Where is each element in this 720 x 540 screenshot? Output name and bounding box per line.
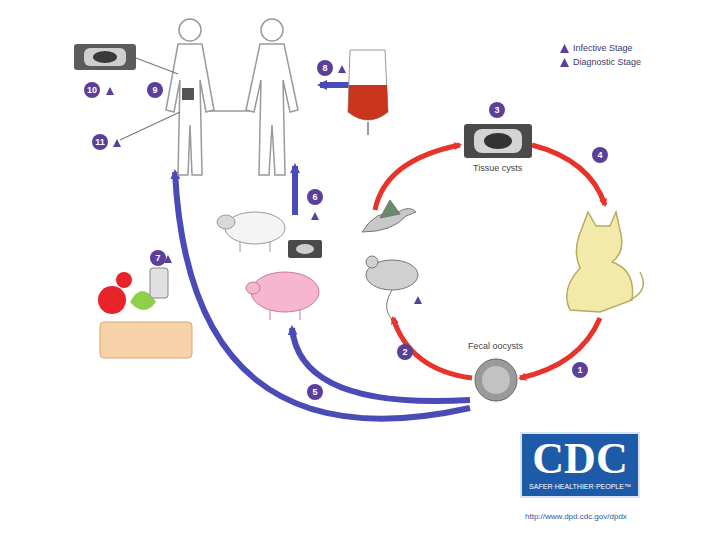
logo-box: CDCSAFER·HEALTHIER·PEOPLE™ (520, 432, 640, 498)
legend-triangle (560, 58, 569, 67)
logo-text: CDC (528, 436, 632, 482)
logo-tagline: SAFER·HEALTHIER·PEOPLE™ (528, 482, 632, 491)
callout-number: 5 (307, 384, 323, 400)
callout-number: 10 (84, 82, 100, 98)
callout-number: 2 (397, 344, 413, 360)
url-text: http://www.dpd.cdc.gov/dpdx (525, 512, 627, 521)
legend-row: Diagnostic Stage (560, 56, 641, 68)
legend-text: Diagnostic Stage (573, 57, 641, 67)
stage-label: Tissue cysts (473, 163, 522, 173)
callout-number: 11 (92, 134, 108, 150)
legend-text: Infective Stage (573, 43, 633, 53)
callout-number: 3 (489, 102, 505, 118)
callout-number: 9 (147, 82, 163, 98)
callout-number: 8 (317, 60, 333, 76)
stage-label: Fecal oocysts (468, 341, 523, 351)
callout-number: 1 (572, 362, 588, 378)
legend-triangle (560, 44, 569, 53)
callout-number: 6 (307, 189, 323, 205)
callout-number: 7 (150, 250, 166, 266)
callout-number: 4 (592, 147, 608, 163)
legend-row: Infective Stage (560, 42, 633, 54)
